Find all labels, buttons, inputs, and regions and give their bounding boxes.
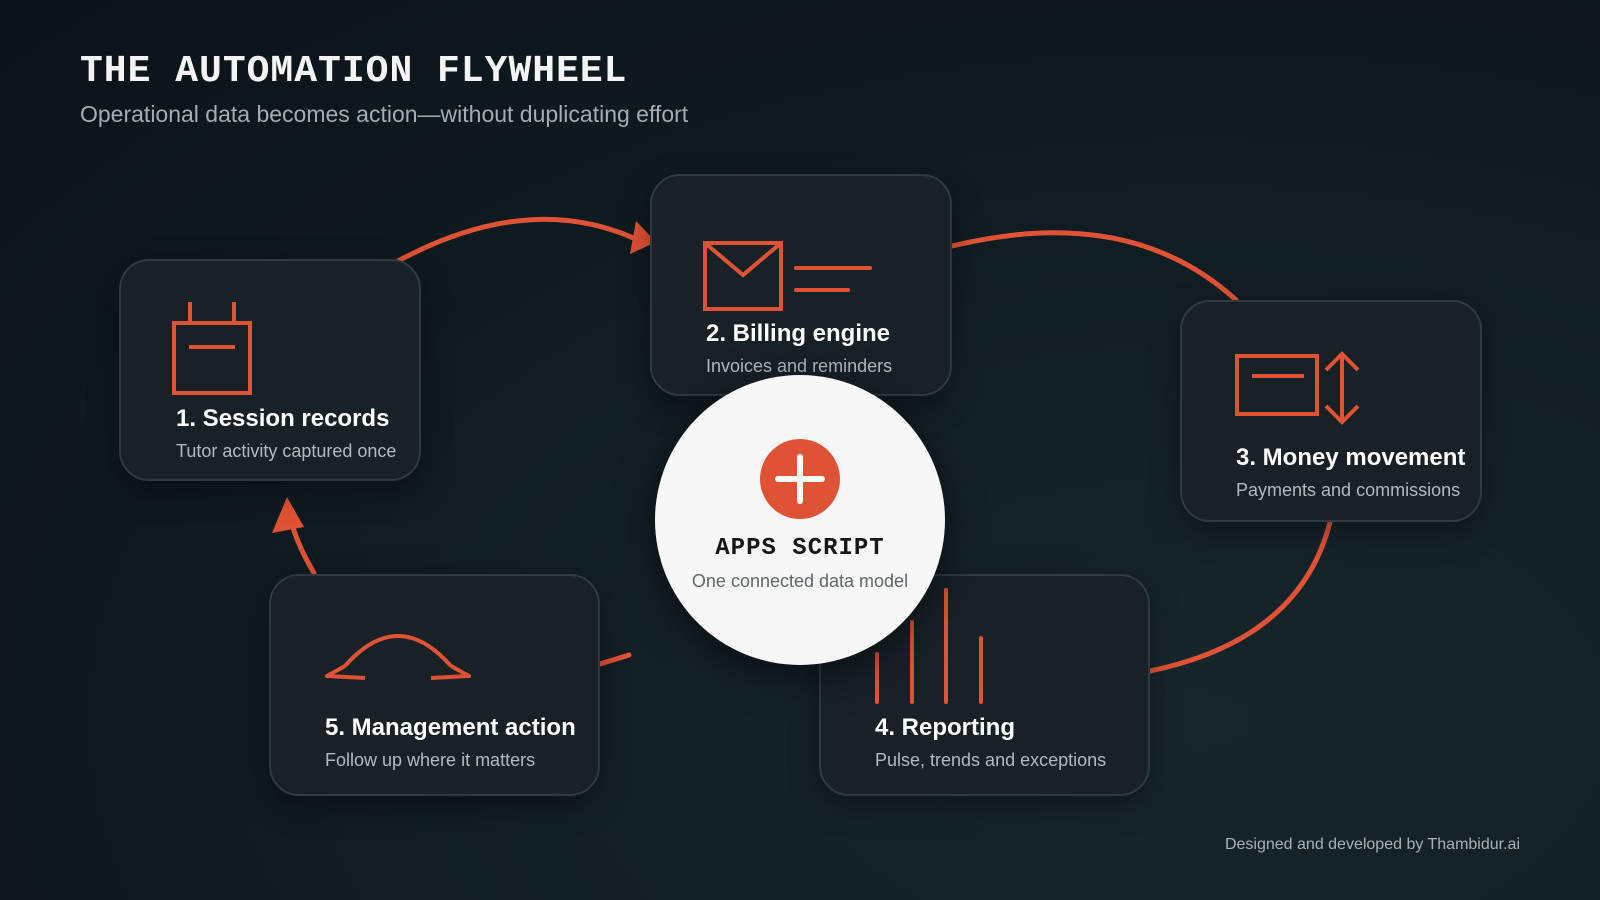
arrow-5-to-1 bbox=[289, 522, 317, 576]
step-card-money-movement: 3. Money movement Payments and commissio… bbox=[1180, 300, 1482, 522]
gauge-icon bbox=[323, 626, 473, 687]
bar-chart-icon bbox=[871, 586, 991, 711]
hub-subtitle: One connected data model bbox=[691, 571, 909, 591]
page-title: THE AUTOMATION FLYWHEEL bbox=[80, 50, 628, 93]
arrow-4-to-5 bbox=[597, 652, 632, 667]
hub-title: APPS SCRIPT bbox=[715, 535, 885, 562]
step-title: 4. Reporting bbox=[875, 714, 1016, 741]
step-card-billing-engine: 2. Billing engine Invoices and reminders bbox=[650, 174, 952, 396]
step-title: 2. Billing engine bbox=[706, 320, 891, 347]
step-card-session-records: 1. Session records Tutor activity captur… bbox=[119, 259, 421, 481]
hub-apps-script: APPS SCRIPT One connected data model bbox=[655, 375, 945, 665]
page-subtitle: Operational data becomes action—without … bbox=[80, 101, 689, 127]
arrowhead-5-to-1 bbox=[272, 497, 304, 533]
arrowhead-1-to-2 bbox=[630, 221, 656, 254]
step-title: 5. Management action bbox=[325, 714, 576, 741]
credit-text: Designed and developed by Thambidur.ai bbox=[1224, 836, 1520, 853]
arrow-2-to-3 bbox=[949, 230, 1239, 303]
step-description: Follow up where it matters bbox=[325, 750, 536, 770]
arrow-1-to-2 bbox=[395, 216, 641, 264]
step-description: Payments and commissions bbox=[1236, 480, 1461, 500]
envelope-icon bbox=[702, 240, 874, 317]
calendar-icon bbox=[171, 299, 253, 402]
step-card-management-action: 5. Management action Follow up where it … bbox=[269, 574, 600, 796]
step-description: Tutor activity captured once bbox=[176, 441, 397, 461]
step-description: Pulse, trends and exceptions bbox=[875, 750, 1107, 770]
step-title: 3. Money movement bbox=[1236, 444, 1466, 471]
plus-icon bbox=[760, 439, 840, 519]
card-transfer-icon bbox=[1234, 350, 1366, 431]
step-description: Invoices and reminders bbox=[706, 356, 893, 376]
arrow-3-to-4 bbox=[1147, 519, 1333, 674]
step-title: 1. Session records bbox=[176, 405, 390, 432]
